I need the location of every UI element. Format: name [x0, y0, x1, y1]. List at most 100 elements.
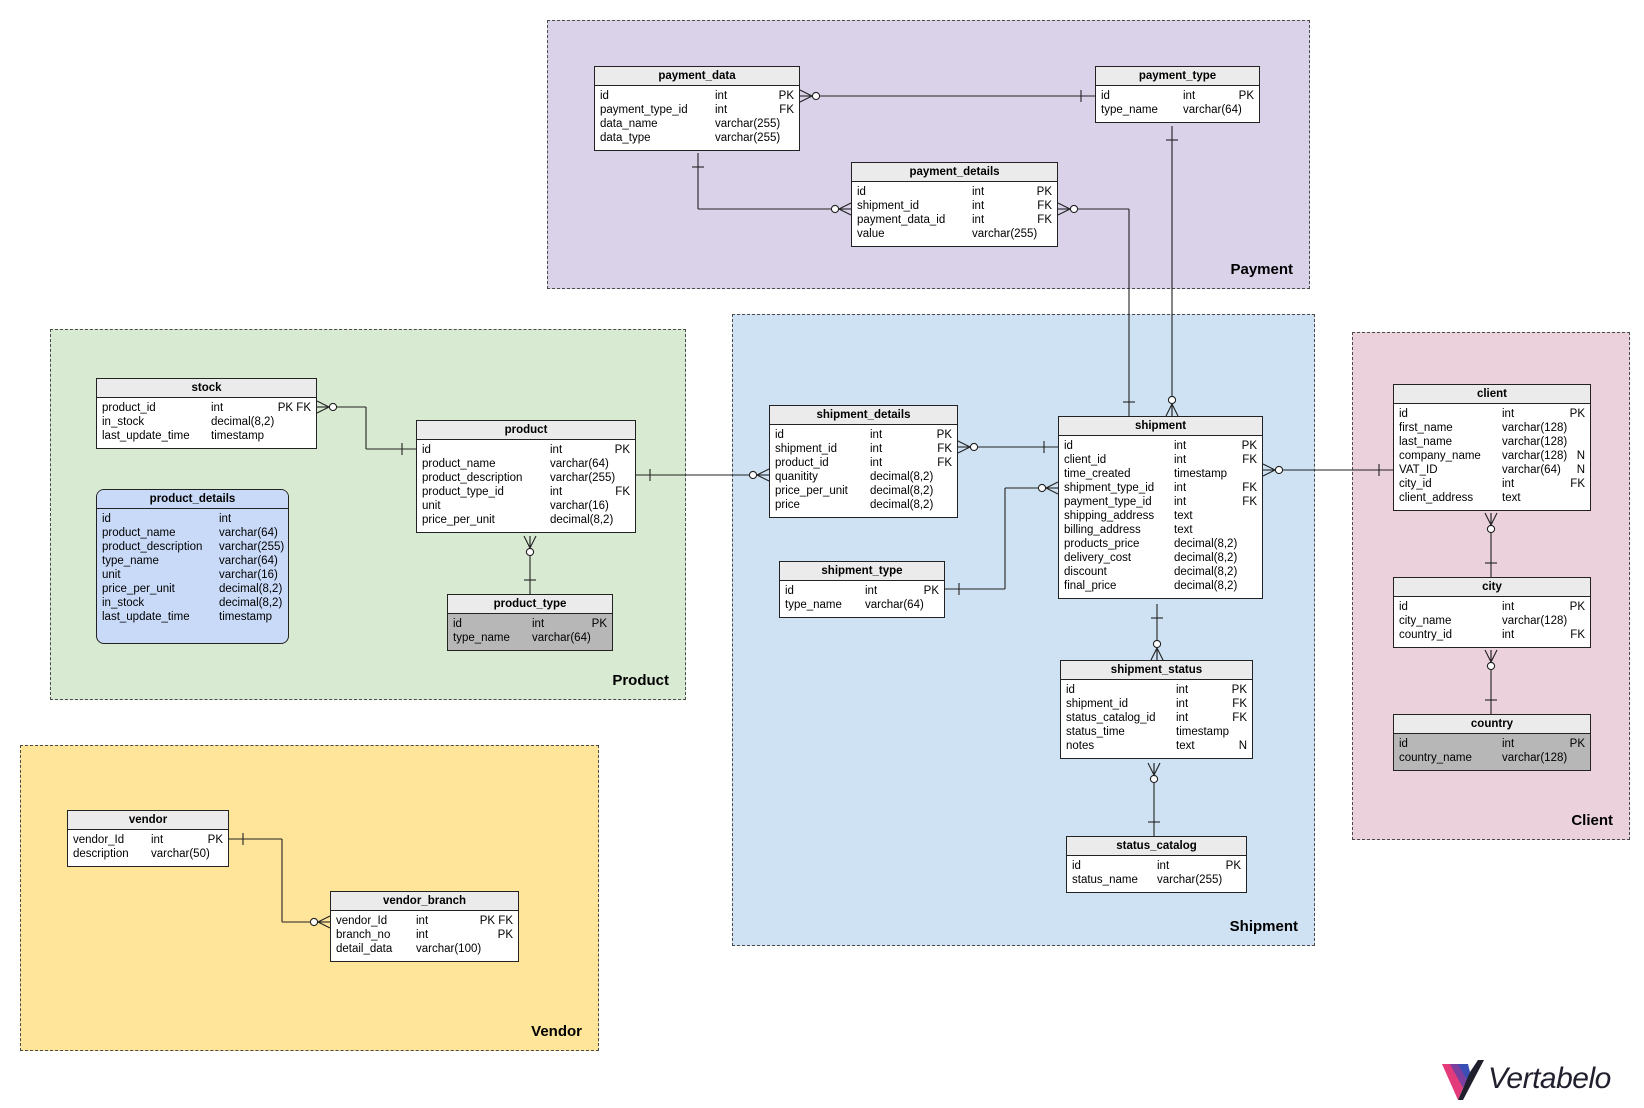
table-title[interactable]: product_details [97, 490, 288, 509]
table-title[interactable]: stock [97, 379, 316, 398]
table-title[interactable]: client [1394, 385, 1590, 404]
rel-city-client[interactable] [1484, 512, 1498, 577]
table-title[interactable]: payment_type [1096, 67, 1259, 86]
rel-client-shipment[interactable] [1262, 463, 1393, 477]
rel-shipment-shipment-details[interactable] [957, 440, 1058, 454]
rel-status-catalog-shipment-status[interactable] [1147, 762, 1161, 836]
table-title[interactable]: shipment_type [780, 562, 944, 581]
rel-vendor-vendor-branch[interactable] [229, 833, 331, 929]
table-title[interactable]: city [1394, 578, 1590, 597]
rel-product-stock[interactable] [316, 400, 416, 455]
rel-product-type-product[interactable] [523, 535, 537, 594]
table-title[interactable]: shipment_details [770, 406, 957, 425]
table-title[interactable]: shipment_status [1061, 661, 1252, 680]
rel-shipment-payment-details[interactable] [1057, 202, 1135, 416]
rel-shipment-type-shipment[interactable] [945, 481, 1059, 595]
rel-payment-type-shipment[interactable] [1165, 126, 1179, 417]
table-title[interactable]: product_type [448, 595, 612, 614]
table-title[interactable]: product [417, 421, 635, 440]
table-title[interactable]: payment_details [852, 163, 1057, 182]
rel-shipment-shipment-status[interactable] [1150, 604, 1164, 661]
table-title[interactable]: payment_data [595, 67, 799, 86]
rel-payment-data-payment-details[interactable] [692, 153, 852, 216]
table-title[interactable]: country [1394, 715, 1590, 734]
table-title[interactable]: vendor [68, 811, 228, 830]
rel-product-shipment-details[interactable] [636, 468, 770, 482]
